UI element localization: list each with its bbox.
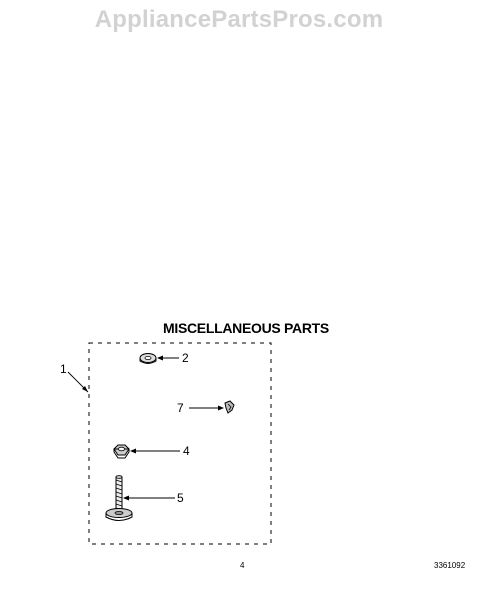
callout-2-arrow — [157, 355, 163, 361]
callout-5-arrow — [123, 495, 129, 501]
callout-7-arrow — [218, 405, 224, 411]
section-title: MISCELLANEOUS PARTS — [163, 320, 329, 336]
leveling-leg-icon — [105, 475, 133, 521]
clip-icon — [224, 400, 235, 414]
washer-icon — [139, 353, 157, 364]
callout-5-label: 5 — [177, 491, 184, 505]
callout-1-arrow — [82, 386, 88, 392]
document-number: 3361092 — [434, 561, 466, 570]
callout-2-label: 2 — [182, 351, 189, 365]
callout-4-arrow — [130, 448, 136, 454]
nut-icon — [113, 444, 130, 459]
callout-7-label: 7 — [177, 401, 184, 415]
watermark: AppliancePartsPros.com — [94, 6, 384, 33]
kit-outline — [88, 342, 272, 545]
page-number: 4 — [240, 561, 245, 570]
callout-4-label: 4 — [183, 444, 190, 458]
callout-1-label: 1 — [60, 362, 67, 376]
